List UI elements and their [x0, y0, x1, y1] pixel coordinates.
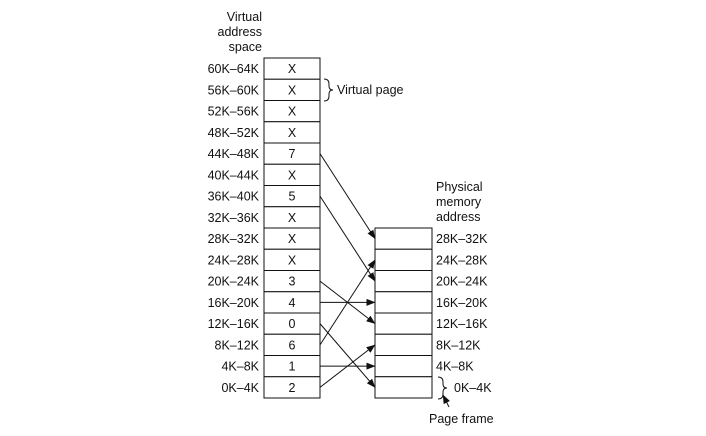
virtual-page-range: 28K–32K — [208, 232, 260, 246]
virtual-page-range: 24K–28K — [208, 253, 260, 267]
virtual-page-row: 36K–40K 5 — [208, 185, 321, 208]
physical-frame-row: 16K–20K — [374, 291, 488, 314]
physical-frame-range: 28K–32K — [436, 232, 488, 246]
physical-frame-cell — [374, 291, 433, 314]
virtual-page-row: 28K–32K X — [208, 227, 321, 250]
virtual-page-row: 12K–16K 0 — [208, 312, 321, 335]
mapping-arrow — [319, 153, 376, 240]
physical-frame-cell — [374, 248, 433, 271]
virtual-page-label: Virtual page — [337, 83, 404, 97]
virtual-page-range: 36K–40K — [208, 190, 260, 204]
physical-title-line-1: Physical — [436, 180, 483, 194]
physical-frame-cell — [374, 355, 433, 378]
physical-title-line-2: memory — [436, 195, 482, 209]
physical-title-line-3: address — [436, 210, 480, 224]
physical-frame-range: 4K–8K — [436, 360, 474, 374]
physical-frame-range: 0K–4K — [454, 381, 492, 395]
virtual-page-frame: X — [288, 126, 297, 140]
virtual-page-frame: X — [288, 105, 297, 119]
virtual-page-frame: 7 — [289, 147, 296, 161]
virtual-page-frame: X — [288, 211, 297, 225]
physical-frame-row: 12K–16K — [374, 312, 488, 335]
physical-frame-range: 20K–24K — [436, 275, 488, 289]
mapping-arrows — [319, 153, 376, 388]
page-frame-pointer — [442, 394, 450, 408]
virtual-page-brace — [323, 78, 334, 102]
virtual-page-row: 24K–28K X — [208, 248, 321, 271]
virtual-page-range: 0K–4K — [221, 381, 259, 395]
physical-frame-range: 16K–20K — [436, 296, 488, 310]
virtual-page-frame: X — [288, 83, 297, 97]
mapping-arrow — [319, 344, 376, 388]
physical-frame-range: 24K–28K — [436, 253, 488, 267]
physical-frame-cell — [374, 227, 433, 250]
physical-frame-row: 28K–32K — [374, 227, 488, 250]
virtual-page-frame: 2 — [289, 381, 296, 395]
physical-frame-range: 12K–16K — [436, 317, 488, 331]
virtual-page-range: 60K–64K — [208, 62, 260, 76]
physical-frame-cell — [374, 333, 433, 356]
physical-frame-cell — [374, 270, 433, 293]
virtual-page-frame: 4 — [289, 296, 296, 310]
virtual-page-range: 20K–24K — [208, 275, 260, 289]
virtual-page-frame: 0 — [289, 317, 296, 331]
virtual-title-line-2: address — [218, 25, 262, 39]
physical-memory-table: 28K–32K 24K–28K 20K–24K 16K–20K 12K–16K … — [374, 227, 492, 399]
virtual-title-line-3: space — [229, 40, 262, 54]
physical-frame-row: 24K–28K — [374, 248, 488, 271]
virtual-title-line-1: Virtual — [227, 10, 262, 24]
physical-frame-cell — [374, 376, 433, 399]
physical-frame-row: 20K–24K — [374, 270, 488, 293]
virtual-page-frame: X — [288, 232, 297, 246]
virtual-page-range: 4K–8K — [221, 360, 259, 374]
virtual-page-row: 0K–4K 2 — [221, 376, 321, 399]
virtual-page-frame: 5 — [289, 190, 296, 204]
mapping-arrow — [319, 195, 376, 282]
virtual-page-range: 8K–12K — [215, 338, 260, 352]
physical-frame-row: 8K–12K — [374, 333, 481, 356]
page-frame-label: Page frame — [429, 412, 494, 426]
virtual-page-range: 32K–36K — [208, 211, 260, 225]
virtual-page-frame: 6 — [289, 338, 296, 352]
virtual-address-space-title: Virtual address space — [218, 10, 263, 54]
virtual-page-range: 12K–16K — [208, 317, 260, 331]
virtual-page-range: 56K–60K — [208, 83, 260, 97]
physical-memory-address-title: Physical memory address — [436, 180, 483, 224]
virtual-page-row: 48K–52K X — [208, 121, 321, 144]
physical-frame-row: 4K–8K — [374, 355, 474, 378]
virtual-page-row: 60K–64K X — [208, 57, 321, 80]
virtual-page-range: 52K–56K — [208, 105, 260, 119]
virtual-page-row: 56K–60K X — [208, 78, 321, 101]
virtual-page-row: 32K–36K X — [208, 206, 321, 229]
virtual-page-row: 44K–48K 7 — [208, 142, 321, 165]
virtual-page-range: 44K–48K — [208, 147, 260, 161]
virtual-page-range: 16K–20K — [208, 296, 260, 310]
virtual-page-range: 48K–52K — [208, 126, 260, 140]
virtual-page-frame: X — [288, 253, 297, 267]
physical-frame-row: 0K–4K — [374, 376, 492, 399]
physical-frame-cell — [374, 312, 433, 335]
virtual-page-row: 8K–12K 6 — [215, 333, 321, 356]
page-frame-brace — [437, 376, 448, 400]
virtual-page-range: 40K–44K — [208, 168, 260, 182]
mapping-arrow — [319, 323, 376, 388]
virtual-page-frame: X — [288, 62, 297, 76]
virtual-page-frame: 3 — [289, 275, 296, 289]
virtual-page-row: 4K–8K 1 — [221, 355, 321, 378]
virtual-page-row: 16K–20K 4 — [208, 291, 321, 314]
mapping-arrow — [319, 259, 376, 346]
physical-frame-range: 8K–12K — [436, 338, 481, 352]
virtual-page-row: 20K–24K 3 — [208, 270, 321, 293]
virtual-page-frame: X — [288, 168, 297, 182]
virtual-page-frame: 1 — [289, 360, 296, 374]
virtual-page-row: 40K–44K X — [208, 163, 321, 186]
virtual-page-row: 52K–56K X — [208, 100, 321, 123]
